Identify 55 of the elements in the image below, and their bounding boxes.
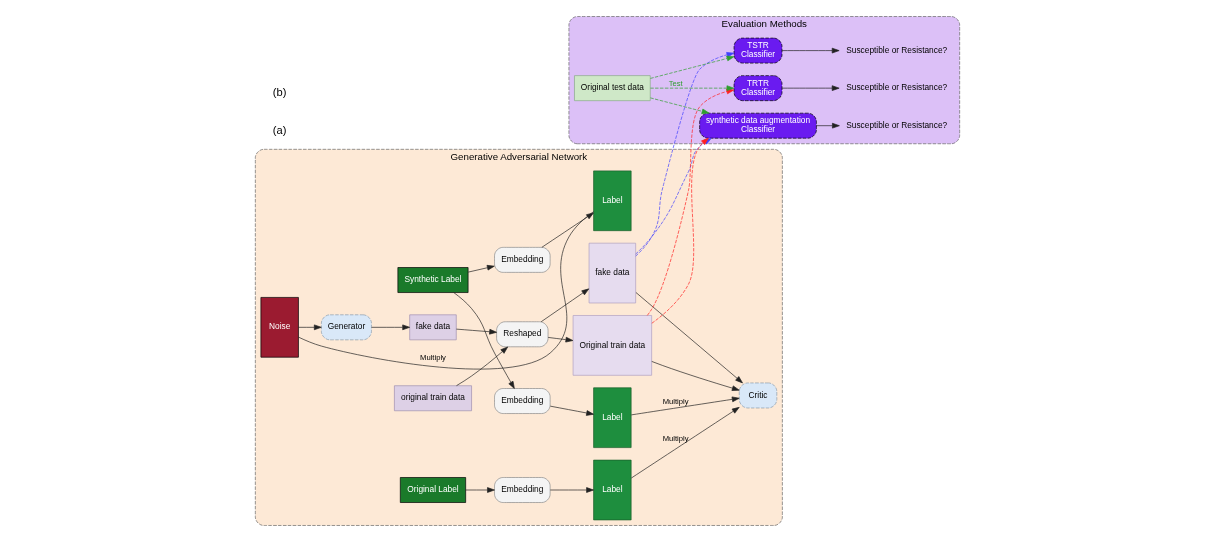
arrow — [646, 88, 735, 316]
label: (a) — [272, 123, 287, 136]
node-box: Original Label — [399, 477, 466, 503]
node-box: synthetic data augmentation Classifier — [699, 112, 817, 139]
node-box: original train data — [394, 385, 472, 412]
node-box: Synthetic Label — [397, 267, 469, 293]
connector — [298, 211, 594, 370]
arrow — [467, 264, 495, 273]
edge-label: Multiply — [662, 397, 689, 407]
arrow — [540, 288, 590, 323]
arrow — [631, 396, 740, 416]
node-box: TRTR Classifier — [733, 75, 783, 101]
node-text: Susceptible or Resistance? — [846, 82, 948, 93]
node-box: Label — [593, 459, 632, 521]
node-box: TSTR Classifier — [733, 37, 783, 64]
edge-label: Multiply — [420, 352, 446, 362]
node-box: Label — [593, 387, 632, 448]
node-box: Reshaped — [496, 321, 549, 348]
arrow — [651, 361, 740, 391]
arrow — [781, 85, 840, 91]
arrow — [456, 346, 509, 386]
arrow — [550, 405, 594, 416]
arrow — [465, 487, 495, 493]
arrow — [541, 212, 594, 248]
node-box: Critic — [738, 382, 778, 409]
arrow — [455, 328, 497, 335]
node-box: Generator — [321, 314, 372, 341]
arrow — [816, 122, 840, 129]
node-box: Embedding — [494, 247, 551, 273]
arrow — [371, 324, 410, 331]
node-box: Original train data — [572, 315, 652, 376]
node-box: fake data — [409, 314, 457, 341]
arrow — [550, 487, 594, 493]
arrow — [631, 406, 740, 479]
node-box: fake data — [588, 242, 636, 304]
label: (b) — [272, 86, 287, 99]
node-text: Susceptible or Resistance? — [846, 44, 948, 55]
node-box: Original test data — [574, 75, 651, 101]
arrow — [547, 336, 574, 343]
arrow — [635, 292, 743, 384]
arrow — [650, 55, 735, 79]
arrow — [781, 47, 840, 54]
edge-label: Multiply — [662, 433, 689, 443]
arrow — [453, 292, 515, 389]
node-box: Embedding — [494, 477, 551, 503]
arrow — [651, 137, 709, 324]
arrow — [298, 324, 322, 331]
node-box: Noise — [260, 297, 299, 358]
arrow — [650, 85, 735, 91]
arrow — [635, 52, 735, 257]
edge-label: Test — [668, 78, 683, 88]
node-box: Embedding — [494, 388, 551, 414]
arrow — [650, 97, 710, 115]
node-box: Label — [593, 170, 632, 231]
node-text: Susceptible or Resistance? — [846, 119, 948, 130]
